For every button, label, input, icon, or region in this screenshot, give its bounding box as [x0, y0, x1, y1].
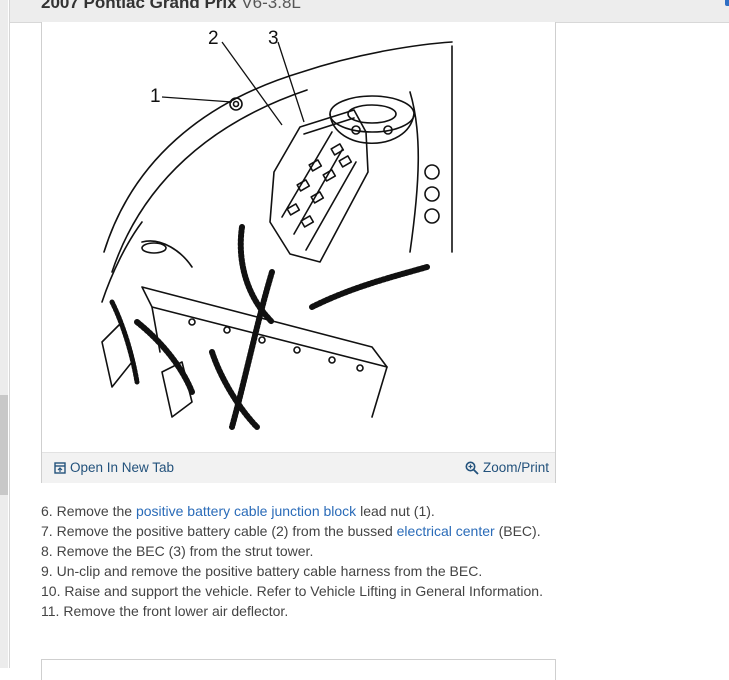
- callout-1: 1: [150, 86, 161, 107]
- open-new-tab-label: Open In New Tab: [70, 460, 175, 475]
- step-text-tail: lead nut (1).: [360, 503, 435, 519]
- callout-2: 2: [208, 28, 219, 49]
- zoom-print-label: Zoom/Print: [482, 460, 549, 475]
- step-item: 10. Raise and support the vehicle. Refer…: [41, 581, 543, 601]
- step-item: 7. Remove the positive battery cable (2)…: [41, 521, 543, 541]
- left-scrollbar[interactable]: [0, 0, 8, 668]
- panel-divider: [9, 0, 10, 668]
- engine-label: V6-3.8L: [241, 0, 301, 12]
- page-header: 2007 Pontiac Grand Prix V6-3.8L: [10, 0, 729, 23]
- step-text-tail: (BEC).: [498, 523, 541, 539]
- next-figure-card: [41, 659, 556, 680]
- zoom-icon: [465, 461, 479, 476]
- step-item: 6. Remove the positive battery cable jun…: [41, 501, 543, 521]
- vehicle-title: 2007 Pontiac Grand Prix: [41, 0, 237, 12]
- menu-icon[interactable]: [725, 0, 729, 6]
- callout-3: 3: [268, 28, 279, 49]
- zoom-print-link[interactable]: Zoom/Print: [465, 460, 549, 476]
- step-text: Remove the: [56, 503, 133, 519]
- step-text: Raise and support the vehicle. Refer to …: [64, 583, 543, 599]
- new-tab-icon: [54, 462, 66, 475]
- procedure-steps: 6. Remove the positive battery cable jun…: [41, 501, 543, 621]
- page-title: 2007 Pontiac Grand Prix V6-3.8L: [41, 0, 301, 13]
- step-number: 8.: [41, 543, 53, 559]
- step-number: 10.: [41, 583, 61, 599]
- step-number: 9.: [41, 563, 53, 579]
- junction-block-link[interactable]: positive battery cable junction block: [135, 503, 357, 519]
- figure-card: 1 2 3 Open In New Tab Zoom/Print: [41, 22, 556, 483]
- step-text: Un-clip and remove the positive battery …: [56, 563, 483, 579]
- engine-bay-diagram: 1 2 3: [101, 28, 453, 430]
- left-scrollbar-thumb[interactable]: [0, 395, 8, 495]
- step-item: 11. Remove the front lower air deflector…: [41, 601, 543, 621]
- figure-toolbar: Open In New Tab Zoom/Print: [42, 452, 555, 483]
- step-text: Remove the BEC (3) from the strut tower.: [56, 543, 314, 559]
- electrical-center-link[interactable]: electrical center: [396, 523, 495, 539]
- step-item: 9. Un-clip and remove the positive batte…: [41, 561, 543, 581]
- step-text: Remove the front lower air deflector.: [63, 603, 289, 619]
- step-number: 7.: [41, 523, 53, 539]
- step-number: 6.: [41, 503, 53, 519]
- step-text: Remove the positive battery cable (2) fr…: [56, 523, 393, 539]
- figure-illustration[interactable]: 1 2 3: [42, 22, 555, 452]
- step-number: 11.: [41, 603, 60, 619]
- step-item: 8. Remove the BEC (3) from the strut tow…: [41, 541, 543, 561]
- open-new-tab-link[interactable]: Open In New Tab: [54, 460, 174, 475]
